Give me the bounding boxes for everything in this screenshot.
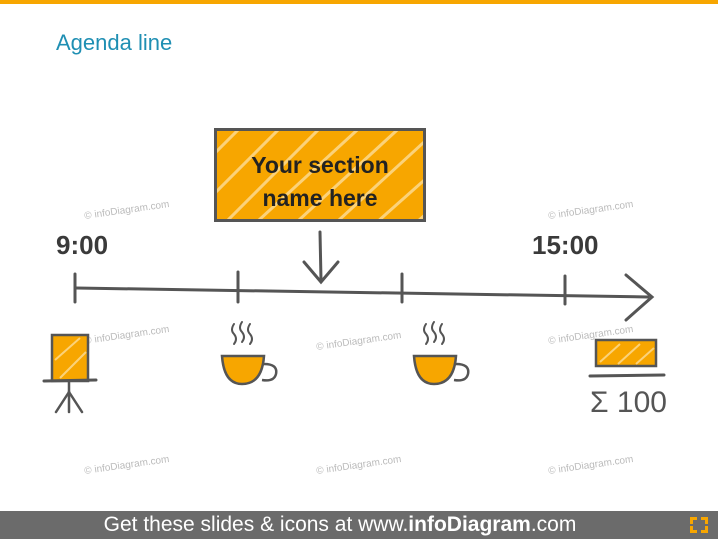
coffee-cup-icon — [412, 321, 470, 386]
infodiagram-logo-icon — [690, 517, 708, 533]
footer-brand: infoDiagram — [408, 513, 531, 536]
end-time-label: 15:00 — [532, 230, 599, 260]
sum-100-text: Σ 100 — [590, 386, 667, 419]
top-accent-bar — [0, 0, 718, 4]
start-time-label: 9:00 — [56, 230, 109, 260]
section-box-hatching — [217, 131, 423, 219]
section-label-line1: Your section — [251, 152, 389, 178]
footer-suffix: .com — [530, 513, 577, 536]
flipchart-icon — [42, 333, 98, 414]
footer-prefix: Get these slides & icons at www. — [103, 513, 409, 536]
down-arrow-icon — [302, 230, 340, 285]
footer-text: Get these slides & icons at www.infoDiag… — [0, 513, 680, 537]
timeline-ticks — [73, 270, 567, 306]
page-title: Agenda line — [56, 30, 173, 55]
timeline-arrow — [74, 273, 655, 322]
footer-bar: Get these slides & icons at www.infoDiag… — [0, 511, 718, 539]
section-name-text: Your section name here — [217, 149, 423, 215]
section-label-line2: name here — [262, 185, 378, 211]
coffee-cup-icon — [220, 321, 278, 386]
timeline-scene: Σ 100 — [42, 230, 667, 419]
section-name-box: Your section name here — [214, 128, 426, 222]
sum-100-icon — [588, 338, 666, 378]
